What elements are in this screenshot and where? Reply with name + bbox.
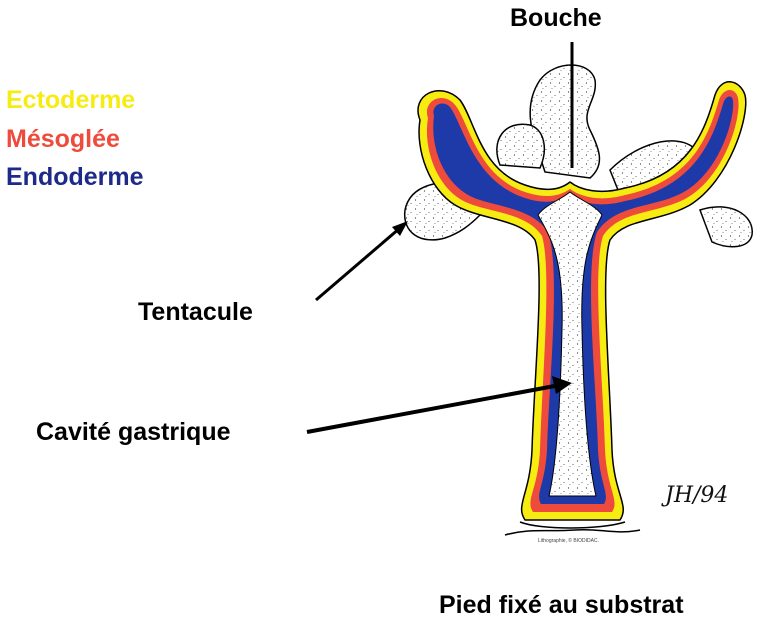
label-tentacule: Tentacule xyxy=(138,298,253,326)
label-pied: Pied fixé au substrat xyxy=(439,591,684,619)
image-credit: Lithographie, © BIODIDAC. xyxy=(538,538,599,544)
body-endoderme xyxy=(433,96,734,504)
tentacule-arrow xyxy=(315,221,408,302)
legend-mesoglee: Mésoglée xyxy=(6,125,120,153)
legend-endoderme: Endoderme xyxy=(6,163,144,191)
label-bouche: Bouche xyxy=(510,4,602,32)
substrate-line xyxy=(504,528,641,536)
label-cavite-gastrique: Cavité gastrique xyxy=(36,418,231,446)
cavite-arrow xyxy=(306,376,572,434)
foot-base xyxy=(519,521,626,529)
legend-ectoderme: Ectoderme xyxy=(6,86,136,114)
body-wall xyxy=(417,81,747,521)
artist-signature: JH/94 xyxy=(665,483,729,508)
